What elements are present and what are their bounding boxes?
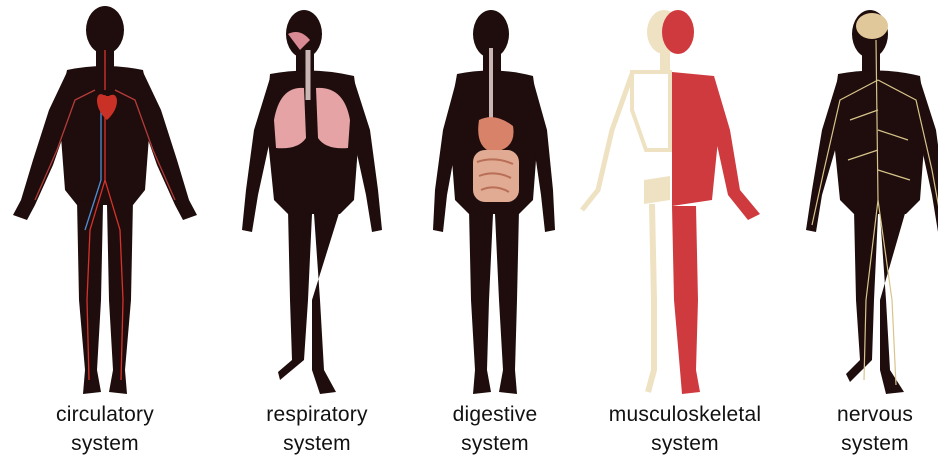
respiratory-illustration (212, 0, 412, 400)
caption-nervous: nervous system (770, 400, 938, 458)
caption-line-2: system (390, 429, 600, 458)
digestive-illustration (395, 0, 595, 400)
circulatory-illustration (5, 0, 205, 400)
caption-line-2: system (0, 429, 210, 458)
body-silhouette (242, 10, 382, 394)
caption-line-1: digestive (390, 400, 600, 429)
respiratory-figure (212, 0, 412, 400)
circulatory-figure (5, 0, 205, 400)
musculoskeletal-figure (572, 0, 772, 400)
caption-line-1: nervous (770, 400, 938, 429)
nervous-figure (780, 0, 938, 400)
digestive-figure (395, 0, 595, 400)
skeleton-half (582, 10, 681, 392)
brain-icon (856, 13, 888, 39)
caption-line-2: system (770, 429, 938, 458)
caption-digestive: digestive system (390, 400, 600, 458)
caption-circulatory: circulatory system (0, 400, 210, 458)
caption-line-1: circulatory (0, 400, 210, 429)
muscle-half (662, 10, 760, 394)
caption-line-2: system (580, 429, 790, 458)
musculoskeletal-illustration (572, 0, 772, 400)
nervous-illustration (780, 0, 938, 400)
body-silhouette (806, 10, 938, 394)
caption-musculoskeletal: musculoskeletal system (580, 400, 790, 458)
caption-line-1: musculoskeletal (580, 400, 790, 429)
